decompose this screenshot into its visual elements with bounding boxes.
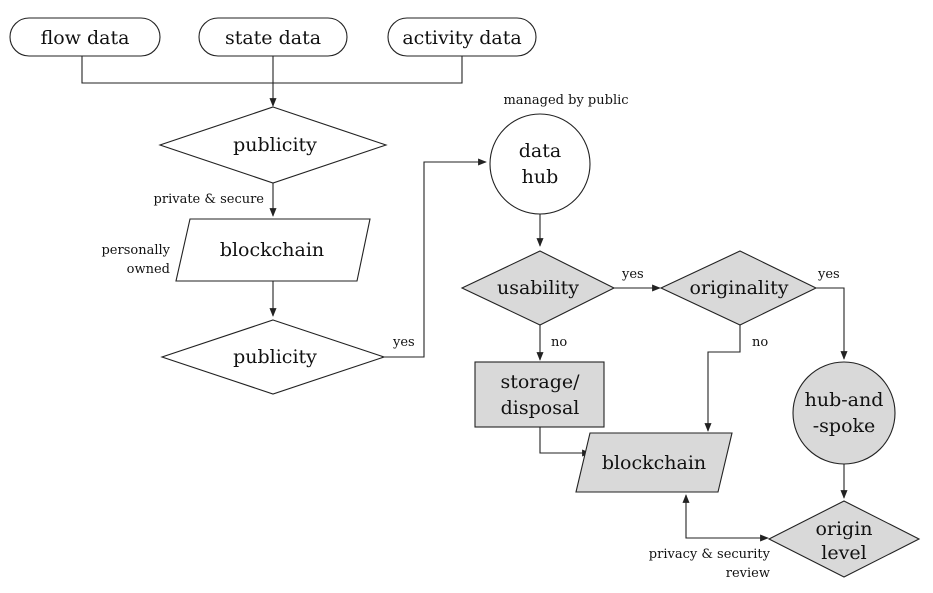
data-hub-label-line2: hub — [522, 166, 559, 188]
node-blockchain-1: blockchain — [175, 218, 371, 282]
state-data-label: state data — [225, 27, 321, 49]
node-storage-disposal: storage/ disposal — [474, 361, 605, 428]
managed-by-public-annotation: managed by public — [503, 93, 628, 108]
originality-yes-label: yes — [817, 267, 840, 282]
node-activity-data: activity data — [387, 17, 537, 57]
review-annotation: review — [726, 566, 770, 581]
node-data-hub: data hub — [489, 113, 591, 215]
personally-annotation: personally — [101, 243, 170, 258]
storage-label-line2: disposal — [501, 397, 580, 419]
private-secure-annotation: private & secure — [154, 192, 265, 207]
publicity-2-label: publicity — [233, 346, 317, 368]
node-publicity-2: publicity — [160, 319, 386, 395]
node-hub-and-spoke: hub-and -spoke — [792, 361, 896, 465]
hub-and-spoke-line2: -spoke — [813, 415, 876, 437]
edge-originality-no-to-blockchain — [704, 324, 741, 432]
node-usability: usability — [460, 250, 616, 326]
activity-data-label: activity data — [402, 27, 521, 49]
usability-label: usability — [497, 277, 579, 299]
flow-data-label: flow data — [41, 27, 130, 49]
owned-annotation: owned — [127, 262, 170, 277]
node-publicity-1: publicity — [158, 106, 388, 184]
data-hub-label-line1: data — [519, 140, 561, 162]
publicity-1-label: publicity — [233, 134, 317, 156]
edge-publicity-yes-to-hub — [384, 158, 487, 358]
edges — [81, 56, 848, 542]
edge-originality-yes-to-hub-and-spoke — [816, 287, 848, 360]
node-originality: originality — [659, 250, 818, 326]
edge-blockchain-origin-review — [682, 494, 769, 542]
edge-flow-to-merge — [81, 56, 463, 84]
blockchain-2-label: blockchain — [602, 452, 706, 474]
blockchain-1-label: blockchain — [220, 239, 324, 261]
origin-level-line1: origin — [815, 518, 872, 540]
usability-no-label: no — [551, 335, 567, 350]
hub-and-spoke-line1: hub-and — [805, 389, 884, 411]
node-state-data: state data — [198, 17, 348, 57]
usability-yes-label: yes — [621, 267, 644, 282]
origin-level-line2: level — [821, 542, 866, 564]
originality-label: originality — [690, 277, 789, 299]
node-flow-data: flow data — [9, 17, 161, 57]
publicity-yes-label: yes — [392, 335, 415, 350]
originality-no-label: no — [752, 335, 768, 350]
storage-label-line1: storage/ — [500, 371, 580, 393]
privacy-security-annotation: privacy & security — [649, 547, 771, 562]
node-origin-level: origin level — [767, 500, 921, 578]
edge-storage-to-blockchain — [539, 427, 591, 457]
node-blockchain-2: blockchain — [575, 432, 733, 493]
